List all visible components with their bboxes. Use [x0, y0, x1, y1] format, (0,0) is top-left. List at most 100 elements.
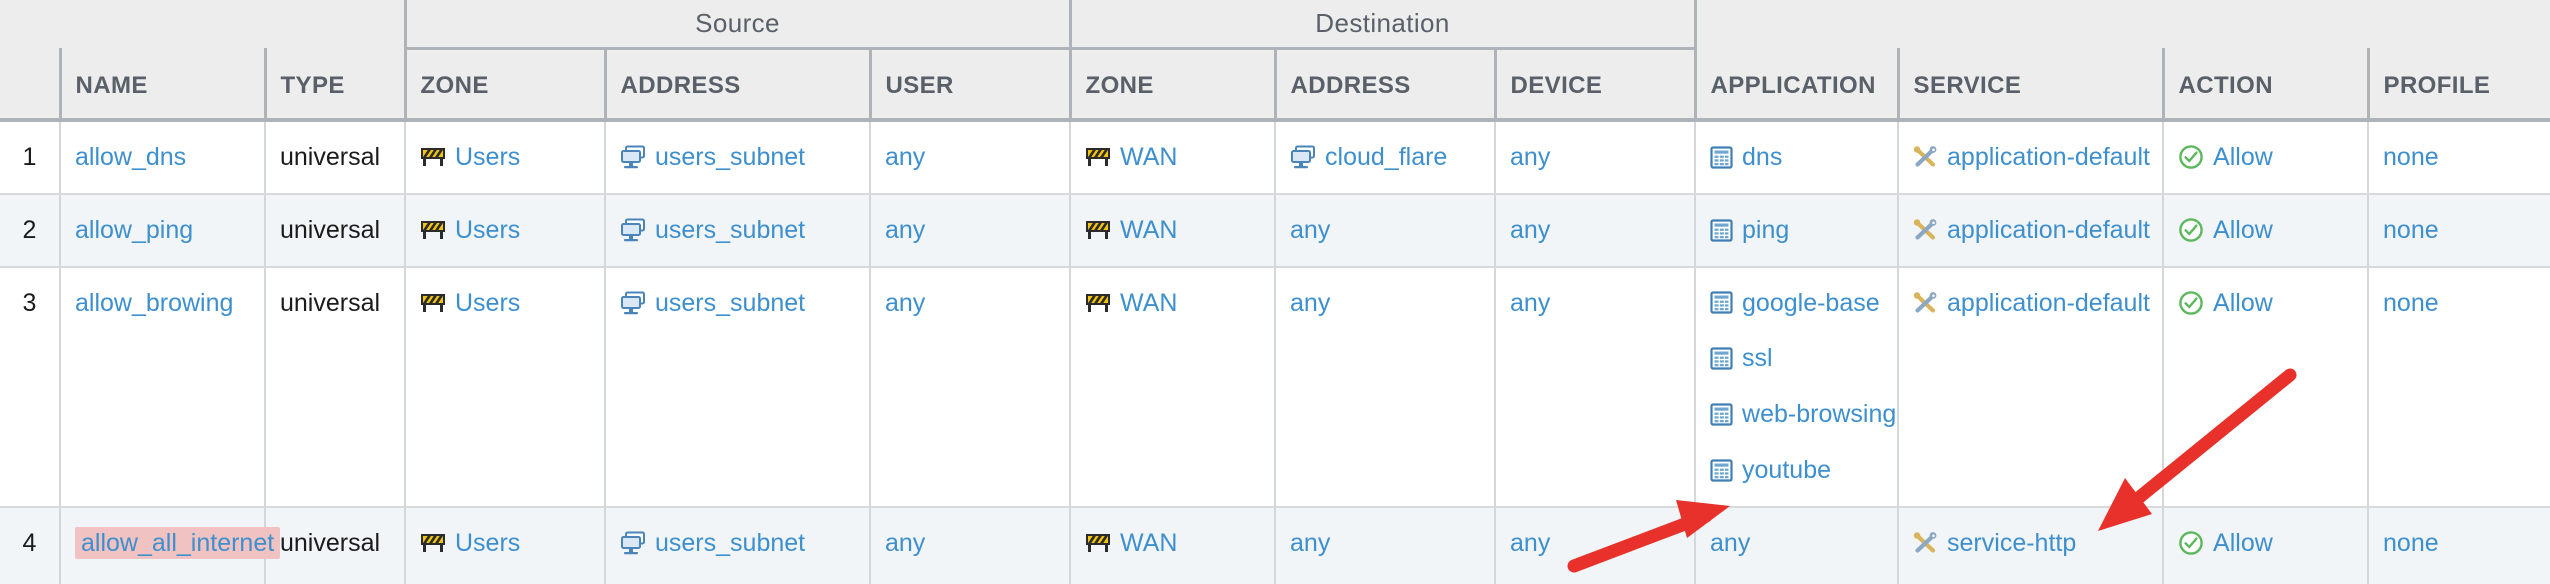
column-header-name[interactable]: NAME [58, 48, 265, 122]
source-user-item[interactable]: any [885, 211, 1069, 250]
source-address-cell[interactable]: users_subnet [604, 120, 870, 195]
profile-item[interactable]: none [2383, 211, 2550, 250]
source-zone-item[interactable]: Users [420, 138, 604, 177]
source-zone-cell[interactable]: Users [404, 120, 605, 195]
source-address-item[interactable]: users_subnet [620, 138, 869, 177]
destination-zone-item[interactable]: WAN [1085, 524, 1274, 563]
source-address-cell[interactable]: users_subnet [604, 506, 870, 584]
column-header-service[interactable]: SERVICE [1896, 48, 2164, 122]
source-user-cell[interactable]: any [868, 120, 1071, 195]
source-address-cell[interactable]: users_subnet [604, 193, 870, 268]
column-header-user[interactable]: USER [868, 48, 1071, 122]
destination-address-cell[interactable]: any [1274, 266, 1496, 508]
application-cell[interactable]: google-base ssl web-browsing youtube [1694, 266, 1899, 508]
source-zone-item[interactable]: Users [420, 284, 604, 323]
destination-zone-cell[interactable]: WAN [1069, 120, 1276, 195]
application-item[interactable]: ping [1710, 211, 1897, 250]
destination-zone-cell[interactable]: WAN [1069, 193, 1276, 268]
destination-device-cell[interactable]: any [1494, 193, 1696, 268]
destination-device-cell[interactable]: any [1494, 266, 1696, 508]
application-item[interactable]: ssl [1710, 339, 1897, 378]
column-header-dst-zone[interactable]: ZONE [1068, 48, 1276, 122]
source-zone-cell[interactable]: Users [404, 266, 605, 508]
column-header-num[interactable] [0, 48, 60, 122]
destination-address-item[interactable]: any [1290, 211, 1494, 250]
source-user-cell[interactable]: any [868, 266, 1071, 508]
action-cell[interactable]: Allow [2162, 266, 2369, 508]
source-user-cell[interactable]: any [868, 193, 1071, 268]
application-cell[interactable]: ping [1694, 193, 1899, 268]
column-header-dst-address[interactable]: ADDRESS [1273, 48, 1496, 122]
action-item[interactable]: Allow [2178, 524, 2367, 563]
destination-device-cell[interactable]: any [1494, 120, 1696, 195]
service-item[interactable]: service-https [1913, 579, 2162, 584]
source-address-item[interactable]: users_subnet [620, 284, 869, 323]
action-cell[interactable]: Allow [2162, 120, 2369, 195]
application-cell[interactable]: any [1694, 506, 1899, 584]
source-address-item[interactable]: users_subnet [620, 211, 869, 250]
column-header-action[interactable]: ACTION [2161, 48, 2369, 122]
column-header-profile[interactable]: PROFILE [2366, 48, 2550, 122]
source-zone-cell[interactable]: Users [404, 193, 605, 268]
application-cell[interactable]: dns [1694, 120, 1899, 195]
destination-zone-item[interactable]: WAN [1085, 138, 1274, 177]
profile-item[interactable]: none [2383, 284, 2550, 323]
source-zone-item[interactable]: Users [420, 211, 604, 250]
source-user-item[interactable]: any [885, 284, 1069, 323]
action-cell[interactable]: Allow [2162, 506, 2369, 584]
destination-device-item[interactable]: any [1510, 211, 1694, 250]
destination-zone-cell[interactable]: WAN [1069, 266, 1276, 508]
destination-device-cell[interactable]: any [1494, 506, 1696, 584]
profile-cell[interactable]: none [2367, 266, 2550, 508]
destination-zone-item[interactable]: WAN [1085, 284, 1274, 323]
source-address-item[interactable]: users_subnet [620, 524, 869, 563]
destination-address-cell[interactable]: cloud_flare [1274, 120, 1496, 195]
profile-item[interactable]: none [2383, 138, 2550, 177]
action-item[interactable]: Allow [2178, 284, 2367, 323]
destination-device-item[interactable]: any [1510, 524, 1694, 563]
service-cell[interactable]: application-default [1897, 193, 2164, 268]
action-item[interactable]: Allow [2178, 211, 2367, 250]
destination-address-cell[interactable]: any [1274, 506, 1496, 584]
column-header-type[interactable]: TYPE [263, 48, 405, 122]
service-item[interactable]: application-default [1913, 284, 2162, 323]
source-user-cell[interactable]: any [868, 506, 1071, 584]
destination-device-item[interactable]: any [1510, 138, 1694, 177]
column-header-device[interactable]: DEVICE [1493, 48, 1696, 122]
service-item[interactable]: application-default [1913, 138, 2162, 177]
profile-item[interactable]: none [2383, 524, 2550, 563]
profile-cell[interactable]: none [2367, 193, 2550, 268]
service-item[interactable]: service-http [1913, 524, 2162, 563]
destination-address-item[interactable]: any [1290, 524, 1494, 563]
source-user-item[interactable]: any [885, 138, 1069, 177]
profile-cell[interactable]: none [2367, 120, 2550, 195]
rule-name-cell[interactable]: allow_ping [59, 193, 265, 268]
rule-name-cell[interactable]: allow_browing [59, 266, 265, 508]
destination-zone-cell[interactable]: WAN [1069, 506, 1276, 584]
service-item[interactable]: application-default [1913, 211, 2162, 250]
column-header-application[interactable]: APPLICATION [1693, 48, 1899, 122]
column-header-src-zone[interactable]: ZONE [403, 48, 605, 122]
application-item[interactable]: google-base [1710, 284, 1897, 323]
source-zone-item[interactable]: Users [420, 524, 604, 563]
application-item[interactable]: youtube [1710, 451, 1897, 490]
service-cell[interactable]: application-default [1897, 266, 2164, 508]
destination-address-item[interactable]: any [1290, 284, 1494, 323]
action-cell[interactable]: Allow [2162, 193, 2369, 268]
source-user-item[interactable]: any [885, 524, 1069, 563]
destination-address-cell[interactable]: any [1274, 193, 1496, 268]
destination-zone-item[interactable]: WAN [1085, 211, 1274, 250]
destination-device-item[interactable]: any [1510, 284, 1694, 323]
destination-address-item[interactable]: cloud_flare [1290, 138, 1494, 177]
rule-name-cell[interactable]: allow_dns [59, 120, 265, 195]
application-item[interactable]: dns [1710, 138, 1897, 177]
service-cell[interactable]: application-default [1897, 120, 2164, 195]
source-address-cell[interactable]: users_subnet [604, 266, 870, 508]
application-item[interactable]: web-browsing [1710, 395, 1897, 434]
column-header-src-address[interactable]: ADDRESS [603, 48, 870, 122]
source-zone-cell[interactable]: Users [404, 506, 605, 584]
